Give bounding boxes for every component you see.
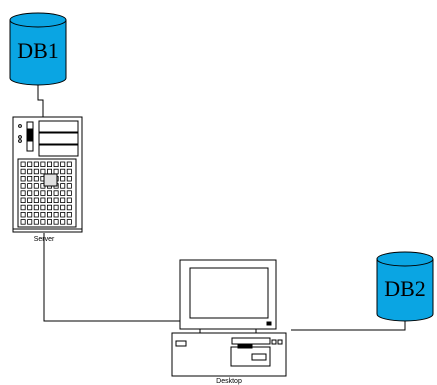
vent-slot [66,190,72,196]
vent-slot [33,219,39,225]
vent-slot [60,168,66,175]
edge-db1-server [37,85,44,117]
vent-slot [60,190,66,196]
vent-slot [66,197,72,203]
vent-slot [47,161,53,167]
desktop-label: Desktop [216,378,242,385]
vent-slot [53,204,59,211]
vent-slot [66,211,72,218]
vent-slot [40,190,46,196]
vent-slot [27,190,33,196]
vent-slot [27,204,33,211]
vent-slot [33,197,39,203]
vent-slot [20,197,26,203]
vent-slot [66,168,72,175]
vent-slot [66,219,72,225]
vent-slot [27,197,33,203]
vent-slot [66,161,72,167]
vent-slot [27,168,33,175]
vent-slot [47,190,53,196]
vent-slot [20,204,26,211]
db2-node: DB2 [376,251,434,322]
edge-server-desktop [43,233,180,322]
db1-cylinder-icon [9,12,67,86]
vent-slot [47,219,53,225]
vent-slot [27,219,33,225]
edge-desktop-db2 [291,319,406,331]
vent-slot [20,168,26,175]
vent-slot [33,211,39,218]
desktop-node: Desktop [171,259,287,385]
vent-slot [20,211,26,218]
vent-slot [40,161,46,167]
desktop-computer-icon [171,259,287,377]
vent-slot [27,211,33,218]
vent-slot [33,183,39,189]
vent-slot [60,204,66,211]
vent-slot [47,197,53,203]
vent-slot [40,197,46,203]
vent-slot [47,204,53,211]
vent-slot [20,161,26,167]
vent-slot [33,204,39,211]
vent-slot [20,175,26,182]
vent-slot [33,190,39,196]
vent-slot [20,183,26,189]
vent-slot [60,197,66,203]
db1-node: DB1 [9,12,67,86]
vent-slot [60,183,66,189]
vent-slot [60,211,66,218]
vent-slot [53,197,59,203]
vent-slot [53,161,59,167]
vent-slot [40,168,46,175]
vent-slot [40,211,46,218]
vent-slot [33,161,39,167]
vent-slot [27,175,33,182]
vent-slot [53,190,59,196]
vent-slot [20,219,26,225]
vent-slot [40,204,46,211]
vent-slot [60,175,66,182]
vent-slot [47,168,53,175]
server-vent-grid [20,161,72,225]
vent-slot [53,219,59,225]
vent-slot [27,183,33,189]
vent-slot [66,204,72,211]
db2-label: DB2 [384,276,426,301]
server-tower-icon [12,116,83,233]
vent-slot [27,161,33,167]
db2-cylinder-icon [376,251,434,322]
vent-slot [66,183,72,189]
vent-slot [40,219,46,225]
vent-slot [20,190,26,196]
vent-slot [60,161,66,167]
server-node: Server [12,116,83,243]
vent-slot [33,168,39,175]
db1-label: DB1 [17,38,59,63]
vent-slot [66,175,72,182]
vent-slot [47,211,53,218]
vent-slot [33,175,39,182]
vent-slot [53,168,59,175]
vent-slot [60,219,66,225]
server-label: Server [34,236,55,243]
connection-lines [37,85,406,331]
vent-slot [53,211,59,218]
